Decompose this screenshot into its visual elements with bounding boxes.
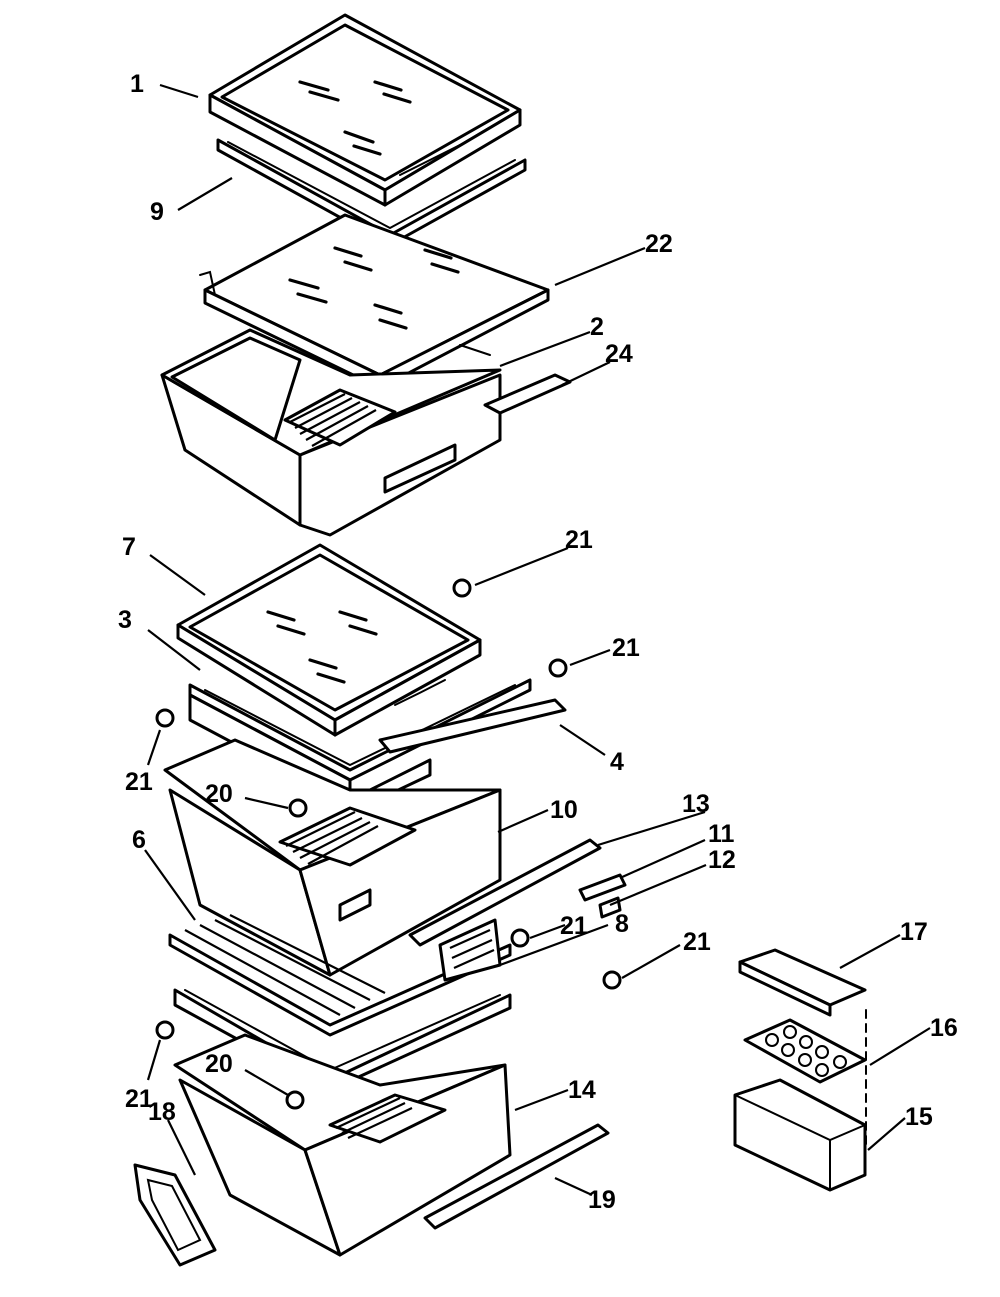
callout-22: 22 <box>645 230 673 258</box>
fastener-21-c <box>155 708 175 728</box>
callout-labels: 1 9 22 2 24 7 21 3 21 4 21 20 10 13 11 6… <box>118 70 958 1214</box>
callout-16: 16 <box>930 1014 958 1042</box>
callout-21: 21 <box>565 526 593 554</box>
callout-2: 2 <box>590 313 604 341</box>
part-19-handle <box>423 1123 610 1230</box>
part-17-lid <box>738 948 867 1017</box>
part-18-label-plate <box>133 1163 217 1267</box>
part-16-egg-tray <box>743 1018 867 1084</box>
callout-19: 19 <box>588 1186 616 1214</box>
fastener-20-b <box>285 1090 305 1110</box>
callout-21: 21 <box>125 1085 153 1113</box>
fastener-20-a <box>288 798 308 818</box>
callout-18: 18 <box>148 1098 176 1126</box>
leader-lines <box>144 83 931 1196</box>
callout-20: 20 <box>205 1050 233 1078</box>
callout-21: 21 <box>560 912 588 940</box>
callout-12: 12 <box>708 846 736 874</box>
callout-4: 4 <box>610 748 624 776</box>
callout-24: 24 <box>605 340 633 368</box>
part-14-crisper-drawer <box>173 1033 512 1257</box>
part-15-bin <box>733 1009 867 1192</box>
fastener-21-a <box>452 578 472 598</box>
part-13-handle <box>408 838 602 947</box>
callout-13: 13 <box>682 790 710 818</box>
fastener-21-e <box>602 970 622 990</box>
callout-21: 21 <box>683 928 711 956</box>
fastener-21-f <box>155 1020 175 1040</box>
fastener-21-d <box>510 928 530 948</box>
callout-21: 21 <box>612 634 640 662</box>
callout-7: 7 <box>122 533 136 561</box>
part-22-crisper-cover <box>199 213 550 390</box>
part-10-crisper-drawer <box>163 738 502 977</box>
callout-21: 21 <box>125 768 153 796</box>
callout-8: 8 <box>615 910 629 938</box>
callout-20: 20 <box>205 780 233 808</box>
fastener-21-b <box>548 658 568 678</box>
part-7-glass-shelf <box>176 543 482 737</box>
callout-15: 15 <box>905 1103 933 1131</box>
callout-14: 14 <box>568 1076 596 1104</box>
part-1-glass-shelf <box>208 13 522 207</box>
callout-17: 17 <box>900 918 928 946</box>
callout-3: 3 <box>118 606 132 634</box>
part-11-bracket <box>578 873 627 902</box>
callout-9: 9 <box>150 198 164 226</box>
callout-10: 10 <box>550 796 578 824</box>
callout-11: 11 <box>708 820 735 848</box>
part-2-crisper-drawer <box>160 328 502 537</box>
callout-1: 1 <box>130 70 144 98</box>
callout-6: 6 <box>132 826 146 854</box>
